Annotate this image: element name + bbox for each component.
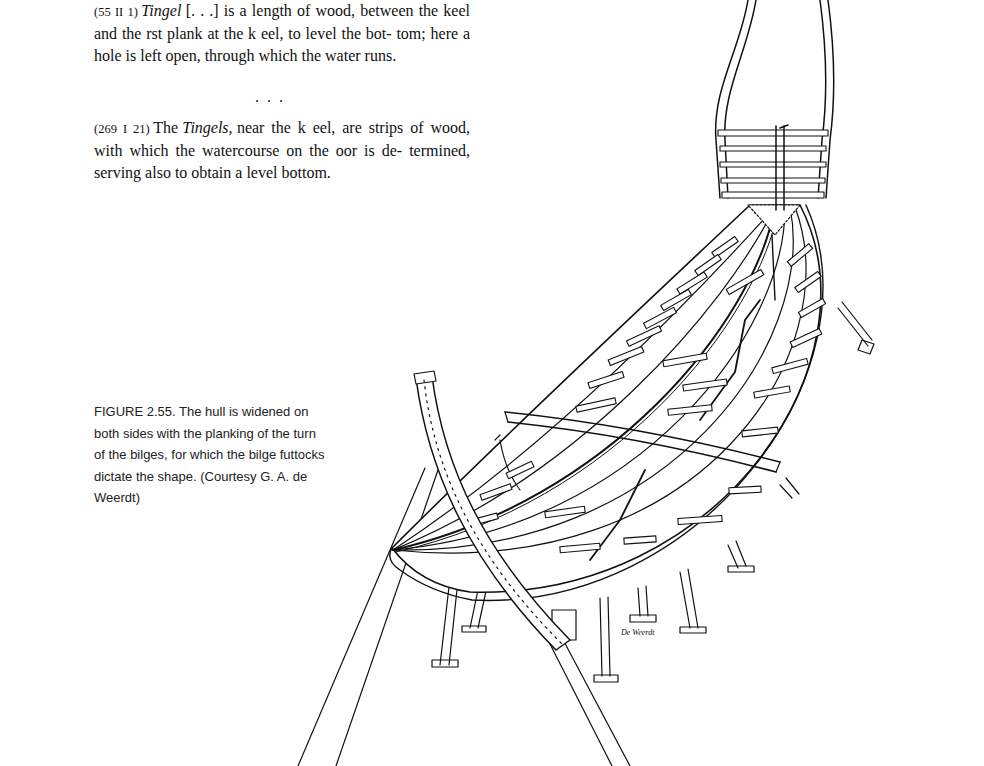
hull-drawing-part — [506, 461, 534, 478]
hull-drawing-part — [780, 478, 799, 498]
hull-drawing-part — [726, 269, 764, 294]
hull-drawing-part — [729, 486, 761, 494]
hull-drawing-part — [780, 125, 788, 128]
hull-drawing-part — [754, 386, 790, 398]
hull-drawing-part — [680, 569, 698, 628]
hull-drawing-part — [576, 398, 616, 412]
hull-drawing-part — [668, 405, 712, 416]
hull-drawing-part — [683, 379, 727, 391]
hull-drawing-part — [462, 626, 486, 632]
hull-drawing-part — [787, 244, 812, 267]
hull-drawing-part — [630, 615, 656, 622]
reference-number: (269 I 21) — [94, 122, 150, 136]
hull-drawing-part — [432, 660, 458, 667]
artist-signature: De Weerdt — [620, 628, 655, 637]
hull-drawing-part — [480, 484, 512, 501]
text-paragraph: (269 I 21)TheTingels,near the k eel, are… — [94, 117, 470, 184]
hull-drawing-part — [718, 130, 828, 198]
hull-drawing-part — [594, 675, 618, 682]
reference-number: (55 II 1) — [94, 5, 138, 19]
hull-drawing-part — [712, 237, 738, 258]
hull-drawing-part — [505, 412, 780, 462]
hull-drawing-part — [545, 506, 585, 518]
hull-drawing-part — [725, 0, 756, 198]
hull-drawing-part — [390, 205, 823, 600]
hull-drawing-part — [298, 468, 425, 766]
hull-drawing-part — [776, 126, 784, 210]
hull-drawing-part — [748, 205, 800, 235]
hull-drawing-part — [508, 422, 776, 472]
hull-drawing-part — [638, 586, 648, 616]
hull-drawing-part — [680, 627, 706, 633]
hull-drawing-part — [588, 372, 624, 389]
hull-drawing-part — [392, 205, 821, 592]
hull-drawing-part — [608, 346, 644, 365]
hull-drawing-part — [798, 298, 825, 317]
hull-drawing-part — [424, 380, 563, 645]
hull-drawing-part — [721, 178, 825, 183]
body-text: near the k eel, are strips of wood, with… — [94, 119, 470, 181]
ellipsis: . . . — [255, 88, 285, 106]
hull-drawing-part — [718, 130, 828, 136]
hull-drawing-part — [336, 470, 438, 766]
hull-drawing-part — [548, 640, 612, 766]
hull-drawing-part — [644, 307, 677, 328]
figure-caption: FIGURE 2.55. The hull is widened on both… — [94, 401, 328, 509]
hull-drawing-part — [626, 326, 661, 347]
text-paragraph: (55 II 1)Tingel[. . .] is a length of wo… — [94, 0, 470, 67]
term-italic: Tingel — [141, 2, 181, 19]
hull-drawing-part — [728, 566, 754, 572]
hull-drawing-part — [505, 412, 780, 472]
hull-drawing-part — [440, 578, 458, 665]
hull-drawing-part — [390, 205, 823, 600]
hull-drawing-part — [716, 0, 748, 198]
body-text: The — [153, 119, 178, 136]
hull-drawing-part — [795, 272, 821, 293]
hull-drawing-part — [560, 634, 630, 766]
hull-drawing-part — [818, 0, 826, 198]
hull-drawing-part — [624, 536, 656, 544]
hull-drawing-part — [772, 235, 775, 300]
hull-drawing-part — [600, 597, 610, 676]
hull-drawing-part — [742, 427, 778, 437]
term-italic: Tingels, — [182, 119, 232, 136]
hull-drawing-part — [728, 541, 746, 568]
hull-drawing-part — [661, 289, 692, 310]
hull-drawing-part — [414, 371, 436, 384]
hull-drawing-part — [722, 192, 824, 198]
hull-drawing-part — [720, 146, 826, 151]
hull-drawing-part — [838, 302, 872, 346]
hull-drawing-part — [560, 543, 600, 552]
hull-drawing-part — [495, 435, 520, 490]
hull-drawing-part — [470, 590, 486, 628]
hull-drawing-part — [466, 237, 826, 553]
hull-drawing-part — [663, 353, 707, 367]
hull-drawing-part — [716, 0, 834, 210]
hull-drawing-part — [790, 329, 822, 348]
hull-drawing-part — [858, 340, 874, 354]
hull-drawing-part — [826, 0, 834, 198]
hull-drawing-part — [720, 162, 826, 167]
hull-drawing-part — [414, 371, 570, 650]
hull-drawing-part — [772, 358, 808, 373]
hull-drawing-part — [678, 515, 722, 524]
hull-drawing-part — [695, 255, 721, 276]
hull-drawing-part — [416, 376, 570, 650]
hull-drawing-part — [590, 300, 760, 560]
hull-drawing-part — [677, 272, 707, 294]
